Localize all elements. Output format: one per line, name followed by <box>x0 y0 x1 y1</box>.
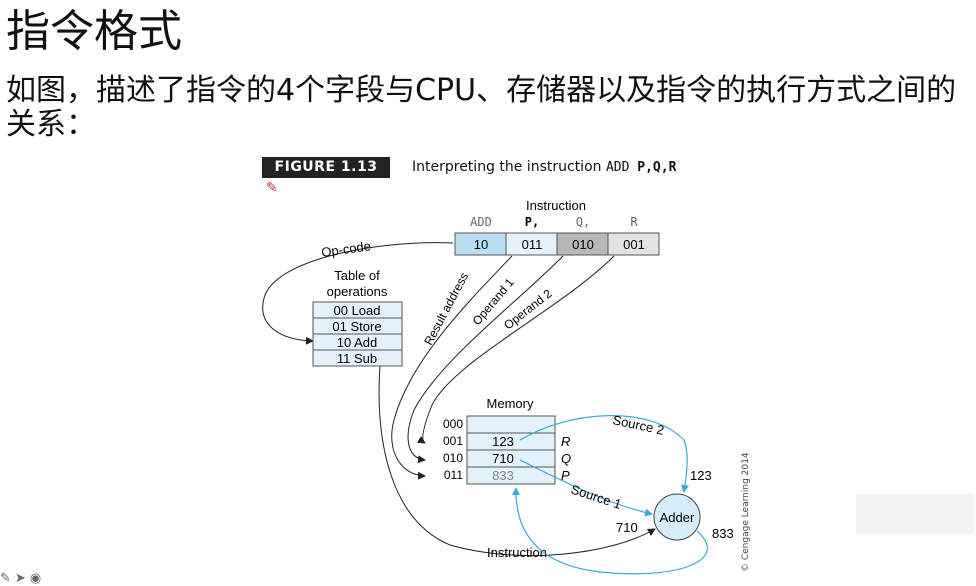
adder-input-left: 710 <box>616 520 638 535</box>
memory-title: Memory <box>487 396 534 411</box>
opcode-arrow <box>262 242 454 345</box>
pen-icon[interactable]: ✎ <box>0 571 15 586</box>
operations-table: 00 Load 01 Store 10 Add 11 Sub <box>312 301 403 367</box>
source1-arrow <box>519 459 653 517</box>
copyright-note: © Cengage Learning 2014 <box>741 452 751 572</box>
operations-title-line1: Table of <box>334 268 380 283</box>
memory-address: 011 <box>444 468 463 482</box>
field-label: ADD <box>470 215 492 229</box>
operation-label: 11 Sub <box>337 351 377 366</box>
operations-title-line2: operations <box>327 284 388 299</box>
operation-row: 01 Store <box>312 317 403 335</box>
operation-row: 00 Load <box>312 301 403 319</box>
caption-args: P,Q,R <box>637 160 677 175</box>
memory-name: Q <box>561 451 571 466</box>
memory-row: 011 833 P <box>444 466 570 485</box>
field-label: Q, <box>576 215 590 229</box>
memory-address: 000 <box>443 417 463 431</box>
slide-nav-icons: ✎➤◉ <box>0 571 45 586</box>
caption-op: ADD <box>605 160 638 175</box>
instruction-field: P, 011 <box>505 215 558 256</box>
source1-label: Source 1 <box>569 482 623 512</box>
adder-circle <box>653 493 701 541</box>
result-address-label: Result address <box>421 270 471 347</box>
field-label: P, <box>525 215 539 229</box>
field-cell <box>607 232 660 256</box>
source2-arrow <box>519 415 689 493</box>
settings-icon[interactable]: ◉ <box>29 571 46 586</box>
instruction-field: Q, 010 <box>556 215 609 256</box>
memory-table: 000 001 123 R 010 710 Q 011 833 P <box>443 415 571 485</box>
figure-caption: Interpreting the instruction ADD P,Q,R <box>412 159 676 175</box>
memory-value: 833 <box>492 468 514 483</box>
source2-label: Source 2 <box>611 412 665 437</box>
adder-output: 833 <box>712 526 734 541</box>
memory-address: 010 <box>443 451 463 465</box>
result-address-curve <box>391 255 513 480</box>
field-label: R <box>630 215 638 229</box>
opcode-label: Op-code <box>320 238 371 260</box>
memory-name: P <box>561 468 570 483</box>
memory-row: 010 710 Q <box>443 449 571 468</box>
figure-label: FIGURE 1.13 <box>262 157 390 178</box>
field-value: 10 <box>474 237 488 252</box>
instruction-title: Instruction <box>526 198 586 213</box>
instruction-path <box>378 365 656 557</box>
adder-input-top: 123 <box>690 468 712 483</box>
pointer-icon[interactable]: ➤ <box>14 571 30 586</box>
field-value: 011 <box>522 237 543 252</box>
slide-title: 指令格式 <box>6 6 182 57</box>
result-arrow <box>511 487 708 575</box>
operation-label: 01 Store <box>332 319 381 334</box>
memory-value: 123 <box>492 434 514 449</box>
field-value: 010 <box>572 237 594 252</box>
caption-text: Interpreting the instruction <box>412 159 606 175</box>
operation-label: 10 Add <box>337 335 378 350</box>
operand1-curve <box>407 255 564 464</box>
adder-label: Adder <box>660 510 695 525</box>
operation-row: 11 Sub <box>312 349 403 367</box>
memory-address: 001 <box>443 434 463 448</box>
operation-label: 00 Load <box>334 303 381 318</box>
slide-description: 如图，描述了指令的4个字段与CPU、存储器以及指令的执行方式之间的关系： <box>6 73 957 142</box>
instruction-fields: ADD 10 P, 011 Q, 010 R 001 <box>454 215 660 256</box>
memory-value: 710 <box>492 451 514 466</box>
memory-row: 001 123 R <box>443 432 570 451</box>
instruction-field: ADD 10 <box>454 215 507 256</box>
blurred-region <box>856 494 974 534</box>
memory-name: R <box>561 434 570 449</box>
operand2-curve <box>416 255 615 444</box>
operation-row: 10 Add <box>312 333 403 351</box>
instruction-field: R 001 <box>607 215 660 256</box>
pen-icon: ✎ <box>266 180 278 196</box>
field-value: 001 <box>623 237 645 252</box>
instruction-path-label: Instruction <box>487 545 547 560</box>
